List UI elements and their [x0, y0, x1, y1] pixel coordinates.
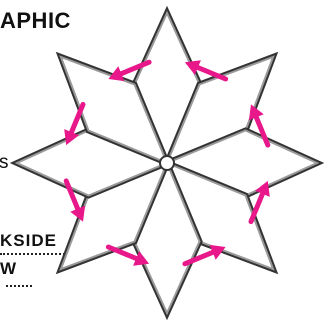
- star-center: [160, 156, 174, 170]
- star-center-hub: [160, 156, 174, 170]
